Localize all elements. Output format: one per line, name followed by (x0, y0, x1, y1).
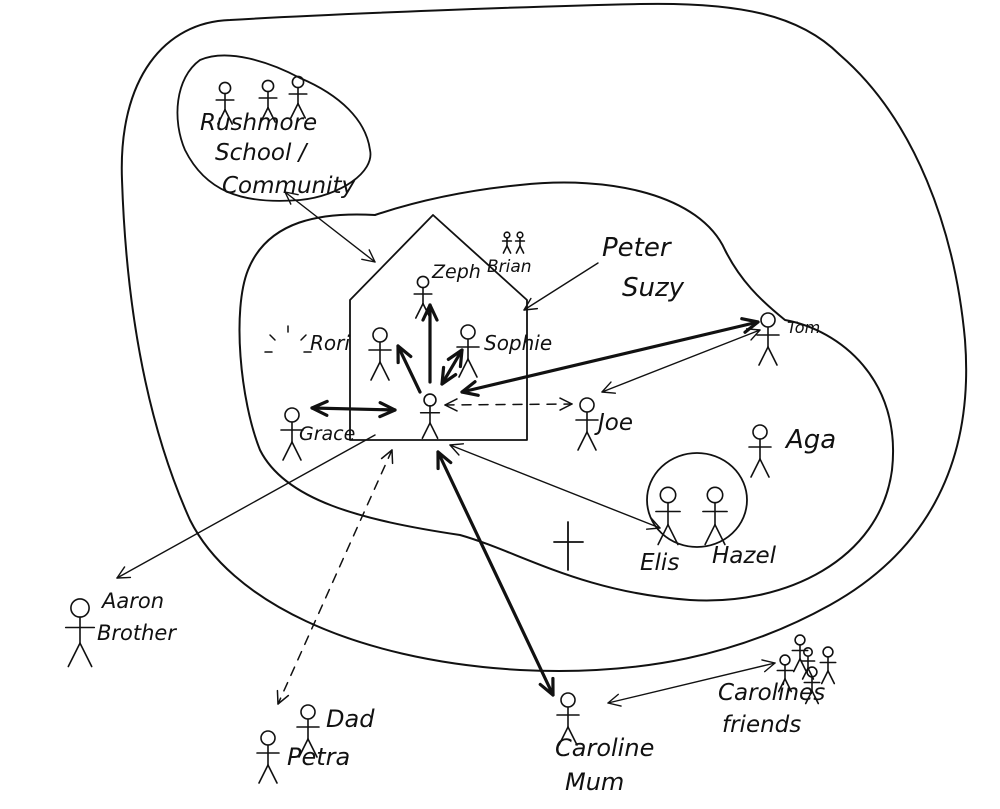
connection-caroline-carolines-friends (607, 659, 776, 707)
cross-icon (553, 521, 584, 571)
label-elis: Elis (640, 550, 679, 576)
label-dad: Dad (326, 705, 375, 733)
home-house (349, 214, 528, 441)
label-rushmere-3: Community (222, 173, 356, 199)
middle-boundary (238, 181, 895, 602)
ego-figure-1 (419, 393, 441, 440)
elis-hazel-figure-1 (655, 486, 681, 546)
label-aaron: Aaron (100, 589, 164, 613)
carolines-friends-figure-2 (791, 634, 809, 673)
connection-ego-grace (310, 399, 397, 419)
carolines-friends-figure-1 (776, 654, 794, 693)
rushmere-figure-3 (288, 75, 308, 119)
rushmere-figure-1 (215, 81, 235, 125)
label-joe: Joe (594, 410, 633, 436)
aga-figure-1 (748, 424, 772, 478)
connection-ego-rori (396, 344, 422, 394)
connection-ego-dad-petra (276, 449, 394, 705)
label-aga: Aga (784, 425, 836, 455)
label-rushmere-2: School / (215, 140, 309, 166)
rushmere-figure-2 (258, 79, 278, 123)
brian-figure-1 (501, 231, 513, 254)
dad-petra-figure-2 (256, 730, 280, 784)
stick-figures (64, 75, 837, 784)
label-caroline: Caroline (555, 734, 654, 762)
elis-hazel-figure-2 (702, 486, 728, 546)
dad-petra-figure-1 (296, 704, 320, 758)
label-zeph: Zeph (431, 261, 481, 283)
connection-ego-elis-hazel (449, 443, 661, 530)
connection-ego-joe (444, 397, 573, 412)
connection-home-rushmere (284, 191, 376, 263)
label-petra: Petra (287, 743, 350, 771)
zeph-figure-1 (413, 275, 433, 319)
outer-boundary (120, 2, 968, 672)
label-carolines: Carolines (718, 680, 825, 706)
carolines-friends-figure-5 (800, 646, 816, 680)
connection-ego-aaron (116, 434, 376, 579)
sophie-figure-1 (456, 324, 480, 378)
caroline-figure-1 (556, 692, 580, 746)
label-friends: friends (722, 712, 801, 738)
carolines-friends-figure-4 (819, 646, 837, 685)
label-sophie: Sophie (484, 331, 552, 355)
rori-figure-1 (368, 327, 392, 381)
label-tom: Tom (787, 318, 820, 337)
label-hazel: Hazel (712, 543, 777, 569)
label-suzy: Suzy (622, 273, 685, 303)
label-mum: Mum (565, 768, 624, 796)
label-peter: Peter (602, 233, 673, 263)
label-rushmere-1: Rushmore (200, 110, 317, 136)
grace-figure-1 (280, 407, 304, 461)
label-brother: Brother (97, 621, 177, 645)
connection-home-peter-suzy (523, 262, 599, 311)
rori-sun-icon (264, 325, 312, 353)
tom-figure-1 (756, 312, 780, 366)
connection-ego-sophie (440, 348, 464, 386)
connection-ego-caroline (436, 450, 555, 697)
label-grace: Grace (299, 423, 355, 445)
label-brian: Brian (487, 257, 532, 277)
joe-figure-1 (575, 397, 599, 451)
brian-figure-2 (514, 231, 526, 254)
elis-hazel-circle (646, 452, 748, 548)
label-rori: Rori (310, 331, 350, 355)
connection-tom-joe (601, 328, 761, 394)
rushmere-boundary (176, 54, 372, 202)
aaron-figure-1 (64, 598, 96, 668)
